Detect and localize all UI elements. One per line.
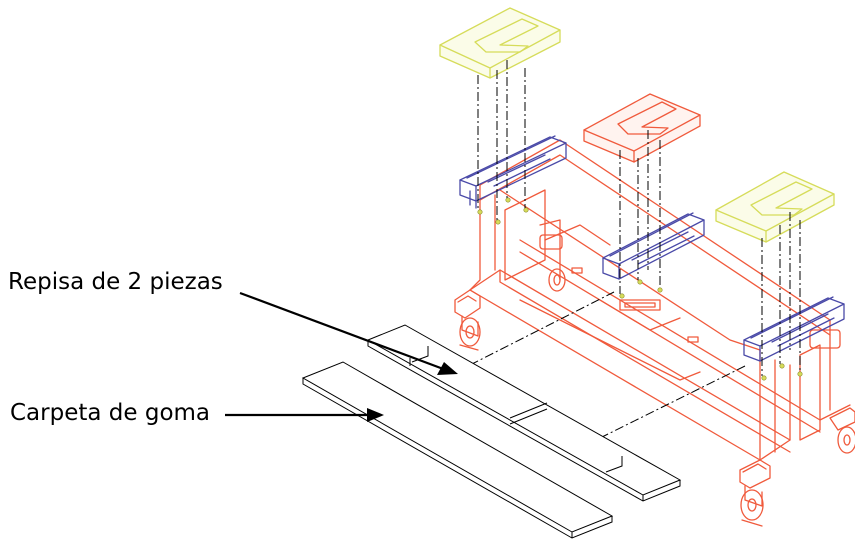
label-mat: Carpeta de goma [10,400,210,426]
alignment-lines [469,60,801,439]
callout-shelf: Repisa de 2 piezas [8,269,458,375]
bracket-left [459,135,567,209]
caster-front-right [740,485,764,527]
stand-frame [454,139,855,489]
mounting-points [477,197,803,381]
rubber-mat [301,361,614,539]
tray-right-yellow [715,171,835,243]
bracket-right [743,296,845,362]
bracket-middle [602,212,705,280]
tray-middle-red [583,93,701,163]
caster-back-right [837,426,855,454]
caster-back-left [548,268,566,292]
callout-mat: Carpeta de goma [10,400,384,426]
caster-front-left [459,315,481,351]
arrow-head-shelf [437,362,458,375]
arrow-head-mat [367,408,384,422]
tray-left-yellow [439,7,561,79]
label-shelf: Repisa de 2 piezas [8,269,223,295]
